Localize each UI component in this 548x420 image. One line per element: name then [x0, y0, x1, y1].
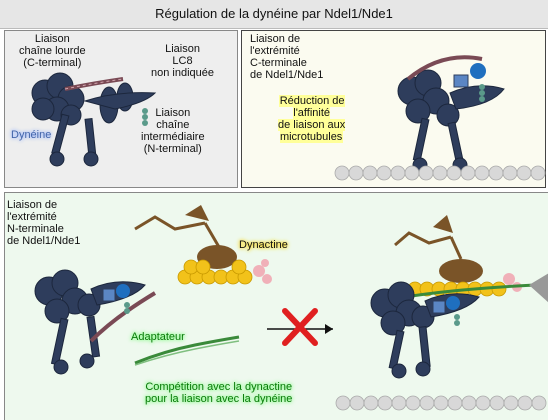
page-title: Régulation de la dynéine par Ndel1/Nde1 — [155, 6, 393, 21]
label-intermediate-chain: Liaison chaîne intermédiaire (N-terminal… — [141, 107, 205, 155]
title-bar: Régulation de la dynéine par Ndel1/Nde1 — [0, 0, 548, 29]
label-affinity-reduction: Réduction de l'affinité de liaison aux m… — [278, 95, 346, 143]
label-heavy-chain: Liaison chaîne lourde (C-terminal) — [19, 33, 86, 69]
dynein-illustration-a — [31, 72, 157, 167]
label-n-terminal-binding: Liaison de l'extrémité N-terminale de Nd… — [7, 199, 81, 247]
affinity-reduction-text: Réduction de l'affinité de liaison aux m… — [278, 95, 346, 143]
dynein-illustration-b — [334, 55, 546, 181]
competition-illustration — [34, 205, 548, 411]
label-adaptor: Adaptateur — [131, 331, 185, 343]
panel-n-terminal-binding: Liaison de l'extrémité N-terminale de Nd… — [4, 192, 548, 420]
panel-ndel1-binding-sites: Liaison chaîne lourde (C-terminal) Liais… — [4, 30, 238, 188]
label-dynein: Dynéine — [11, 129, 52, 141]
label-c-terminal-binding: Liaison de l'extrémité C-terminale de Nd… — [250, 33, 324, 81]
label-dynactin: Dynactine — [239, 239, 288, 251]
panel-c-terminal-binding: Liaison de l'extrémité C-terminale de Nd… — [241, 30, 546, 188]
label-competition: Compétition avec la dynactine pour la li… — [145, 381, 293, 405]
label-lc8: Liaison LC8 non indiquée — [151, 43, 215, 79]
